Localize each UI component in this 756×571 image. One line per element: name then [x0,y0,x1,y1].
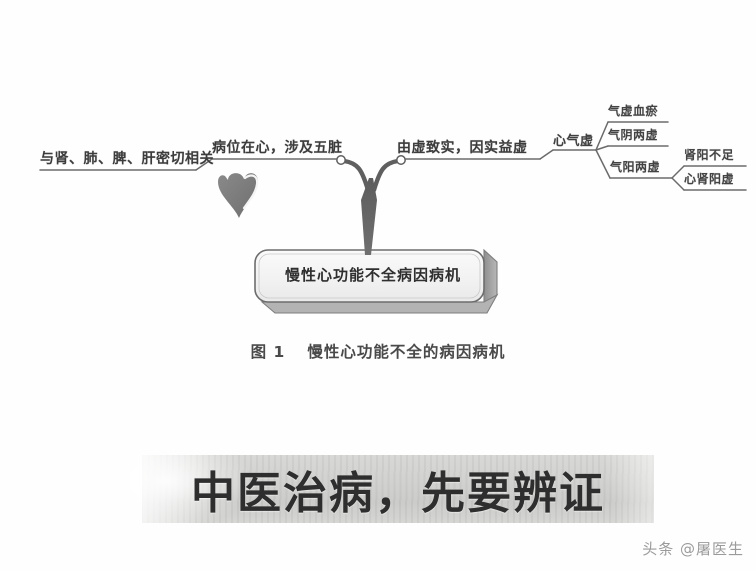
trunk [341,158,401,255]
label-leaf-qiyin-liangxu: 气阴两虚 [608,128,659,142]
left-branch-lines [39,158,338,171]
label-right-sub: 心气虚 [553,134,594,149]
figure-caption: 图 1 慢性心功能不全的病因病机 [0,340,756,362]
label-leaf-shenyang-buzu: 肾阳不足 [684,148,735,162]
center-box [254,248,499,314]
banner: 中医治病，先要辨证 [130,449,654,529]
label-left-sub: 与肾、肺、脾、肝密切相关 [40,151,214,167]
mindmap-diagram [39,121,747,314]
heart-icon [218,173,259,218]
label-right-main: 由虚致实，因实益虚 [397,140,528,156]
caption-title: 慢性心功能不全的病因病机 [307,343,506,361]
figure-mindmap: 与肾、肺、脾、肝密切相关 病位在心，涉及五脏 由虚致实，因实益虚 心气虚 气虚血… [0,104,756,362]
right-branch-lines [404,121,747,191]
caption-number: 图 1 [250,343,286,361]
label-leaf-xinshen-yangxu: 心肾阳虚 [684,172,735,186]
banner-background [130,449,654,529]
center-node-label: 慢性心功能不全病因病机 [284,266,461,284]
label-left-main: 病位在心，涉及五脏 [212,140,343,156]
label-leaf-qixu-xueyu: 气虚血瘀 [608,104,659,118]
banner-text: 中医治病，先要辨证 [191,468,605,519]
watermark: 头条 @屠医生 [642,540,744,558]
node-dot-left [336,155,346,165]
label-leaf-qiyang-liangxu: 气阳两虚 [610,160,661,174]
node-dot-right [396,155,406,165]
